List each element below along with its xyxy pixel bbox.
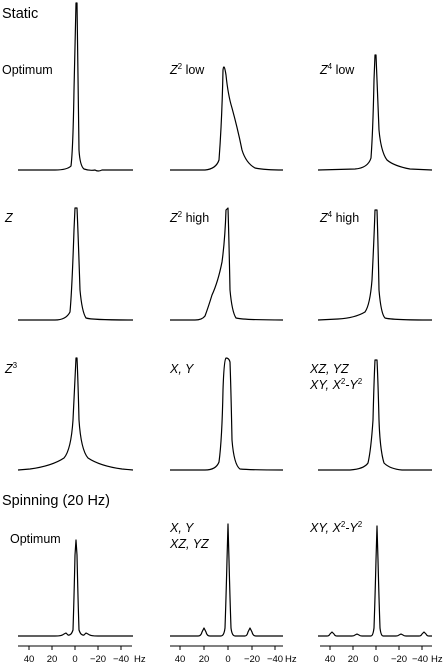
tick-label: −40	[412, 654, 428, 665]
tick-label: 40	[175, 654, 186, 665]
label-static-z2-high: Z2 high	[169, 210, 209, 225]
tick-label: 20	[199, 654, 210, 665]
axis-unit-label: Hz	[431, 654, 443, 665]
trace-spin-xy-x2y2	[318, 525, 432, 637]
static-header: Static	[2, 6, 38, 22]
trace-static-x-y	[170, 357, 284, 471]
label-static-z3: Z3	[4, 361, 18, 376]
label-static-z4-high: Z4 high	[319, 210, 359, 225]
tick-label: 0	[72, 654, 77, 665]
label-spin-xz-yz: XZ, YZ	[169, 537, 209, 551]
trace-static-xz-yz-xy	[318, 359, 432, 471]
x-axis-col2: 40 20 0 −20 −40 Hz	[170, 645, 297, 665]
tick-label: 20	[348, 654, 359, 665]
trace-static-z	[18, 207, 134, 321]
trace-static-optimum	[18, 2, 133, 172]
label-static-xz-yz: XZ, YZ	[309, 362, 349, 376]
label-static-z: Z	[4, 211, 13, 225]
trace-spin-optimum	[18, 539, 133, 637]
label-static-z4-low: Z4 low	[319, 62, 355, 77]
tick-label: 0	[373, 654, 378, 665]
tick-label: 0	[225, 654, 230, 665]
label-spin-xy-x2y2: XY, X2-Y2	[309, 520, 363, 535]
label-spin-x-y: X, Y	[169, 521, 195, 535]
tick-label: 40	[325, 654, 336, 665]
trace-static-z4-high	[317, 209, 433, 321]
axis-unit-label: Hz	[134, 654, 146, 665]
tick-label: −20	[244, 654, 260, 665]
x-axis-col1: 40 20 0 −20 −40 Hz	[18, 645, 146, 665]
x-axis-col3: 40 20 0 −20 −40 Hz	[320, 645, 443, 665]
tick-label: 40	[24, 654, 35, 665]
label-static-optimum: Optimum	[2, 63, 53, 77]
tick-label: 20	[47, 654, 58, 665]
label-static-x-y: X, Y	[169, 362, 195, 376]
spinning-header: Spinning (20 Hz)	[2, 493, 110, 509]
trace-static-z3	[17, 357, 134, 471]
tick-label: −40	[113, 654, 129, 665]
label-static-z2-low: Z2 low	[169, 62, 205, 77]
tick-label: −20	[90, 654, 106, 665]
label-static-xy-x2y2: XY, X2-Y2	[309, 377, 363, 392]
trace-static-z4-low	[317, 54, 433, 171]
tick-label: −20	[391, 654, 407, 665]
label-spin-optimum: Optimum	[10, 532, 61, 546]
axis-unit-label: Hz	[285, 654, 297, 665]
tick-label: −40	[267, 654, 283, 665]
trace-static-z2-low	[170, 66, 284, 171]
trace-spin-x-y-xz-yz	[170, 523, 283, 637]
trace-static-z2-high	[170, 207, 284, 321]
